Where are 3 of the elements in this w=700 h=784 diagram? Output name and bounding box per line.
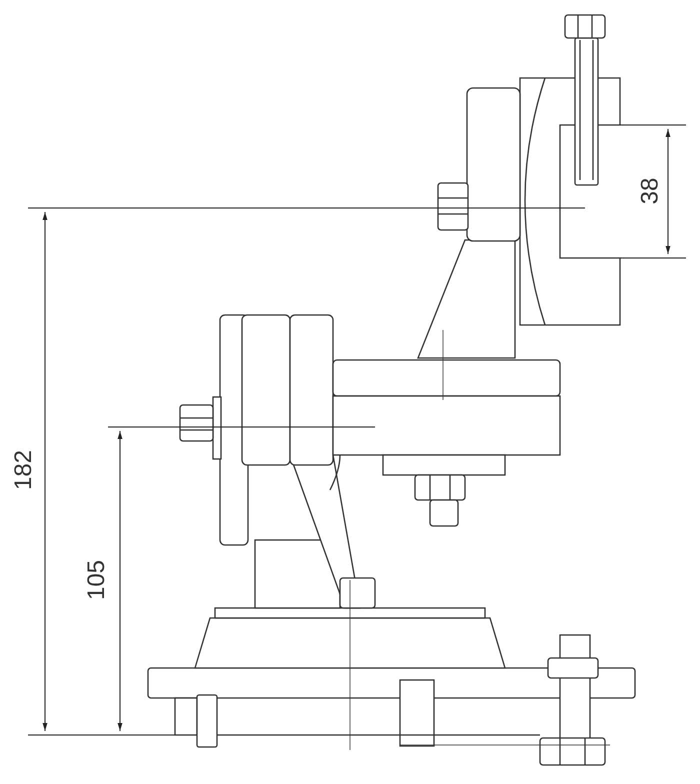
dimension-value: 38 <box>638 178 662 204</box>
dimension-value: 182 <box>12 450 36 490</box>
dimension-value: 105 <box>85 560 110 600</box>
